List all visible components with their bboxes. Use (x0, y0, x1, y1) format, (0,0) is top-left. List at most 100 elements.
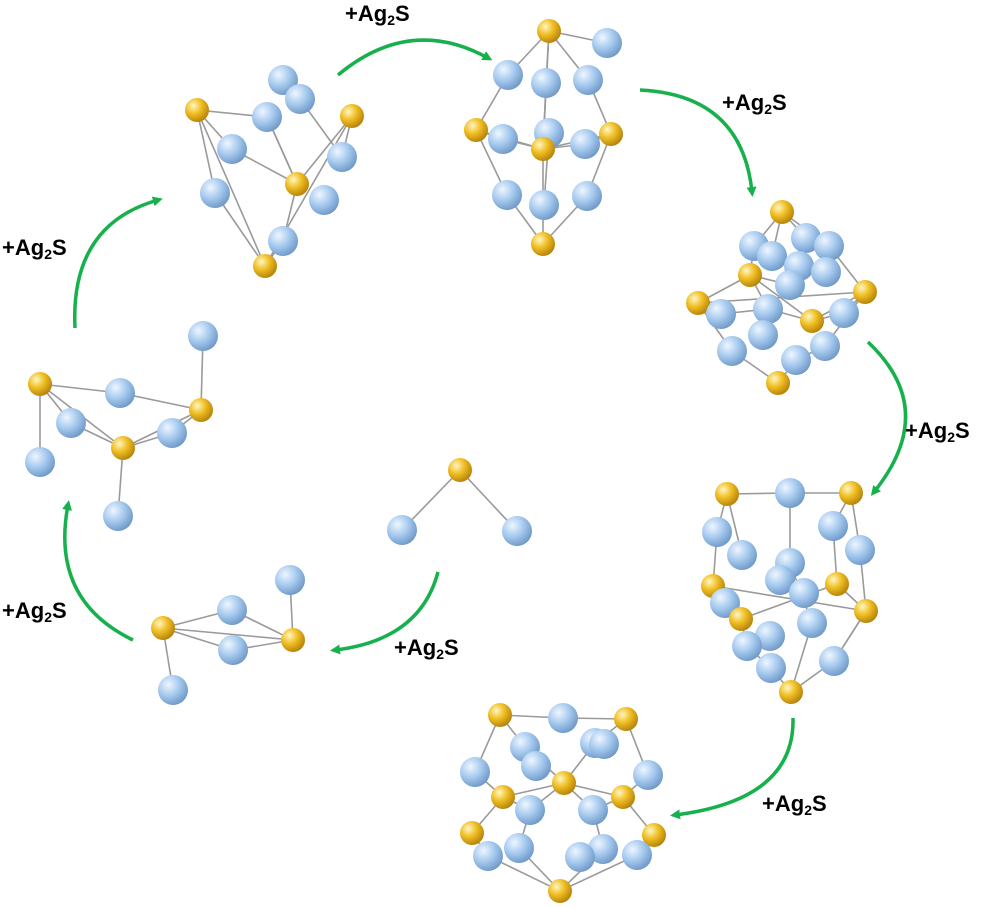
silver-atom (622, 840, 652, 870)
sulfur-atom (729, 607, 753, 631)
silver-atom (200, 178, 230, 208)
reaction-label-4: +Ag2S (345, 1, 410, 28)
silver-atom (492, 180, 522, 210)
sulfur-atom (491, 785, 515, 809)
bond (712, 585, 867, 612)
silver-atom (717, 336, 747, 366)
sulfur-atom (464, 118, 488, 142)
silver-atom (548, 703, 578, 733)
sulfur-atom (686, 291, 710, 315)
cluster-ag16s8 (460, 703, 666, 903)
silver-atom (781, 345, 811, 375)
silver-atom (588, 834, 618, 864)
sulfur-atom (611, 785, 635, 809)
reaction-label-7: +Ag2S (762, 791, 827, 818)
sulfur-atom (281, 628, 305, 652)
cluster-ag8s4 (185, 65, 364, 278)
sulfur-atom (151, 616, 175, 640)
silver-atom (25, 447, 55, 477)
reaction-label-2: +Ag2S (2, 598, 67, 625)
reaction-arrow-6 (866, 340, 908, 496)
reaction-arrow-2 (62, 500, 134, 642)
reaction-label-prefix: +Ag (722, 90, 765, 115)
silver-atom (56, 408, 86, 438)
reaction-label-prefix: +Ag (394, 635, 437, 660)
reaction-label-subscript: 2 (387, 12, 395, 28)
reaction-label-suffix: S (811, 791, 827, 816)
sulfur-atom (839, 481, 863, 505)
reaction-label-subscript: 2 (44, 609, 52, 625)
sulfur-atom (185, 98, 209, 122)
silver-atom (158, 675, 188, 705)
sulfur-atom (599, 122, 623, 146)
reaction-arrow-1 (330, 571, 440, 655)
sulfur-atom (28, 372, 52, 396)
bond (296, 115, 353, 185)
cluster-ag12s6 (686, 200, 877, 395)
silver-atom (493, 60, 523, 90)
sulfur-atom (340, 104, 364, 128)
silver-atom (818, 511, 848, 541)
silver-atom (188, 321, 218, 351)
reaction-label-prefix: +Ag (2, 235, 45, 260)
sulfur-atom (766, 371, 790, 395)
cluster-ag14s7 (701, 478, 878, 704)
silver-atom (814, 231, 844, 261)
sulfur-atom (488, 703, 512, 727)
sulfur-atom (642, 823, 666, 847)
sulfur-atom (448, 458, 472, 482)
bond (196, 109, 266, 267)
silver-atom (488, 124, 518, 154)
silver-atom (765, 565, 795, 595)
silver-atom (252, 102, 282, 132)
reaction-label-suffix: S (954, 418, 970, 443)
silver-atom (529, 190, 559, 220)
sulfur-atom (531, 137, 555, 161)
reaction-arrow-5 (639, 88, 757, 197)
silver-atom (757, 241, 787, 271)
silver-atom (502, 516, 532, 546)
silver-atom (797, 608, 827, 638)
reaction-label-subscript: 2 (436, 646, 444, 662)
silver-atom (473, 841, 503, 871)
reaction-label-suffix: S (51, 598, 67, 623)
reaction-label-5: +Ag2S (722, 90, 787, 117)
reaction-arrow-7 (670, 717, 795, 820)
silver-atom (387, 515, 417, 545)
silver-atom (819, 646, 849, 676)
sulfur-atom (853, 280, 877, 304)
reaction-label-1: +Ag2S (394, 635, 459, 662)
silver-atom (789, 578, 819, 608)
silver-atom (565, 842, 595, 872)
sulfur-atom (779, 680, 803, 704)
silver-atom (217, 134, 247, 164)
silver-atom (791, 223, 821, 253)
sulfur-atom (770, 200, 794, 224)
silver-atom (748, 320, 778, 350)
reaction-label-suffix: S (771, 90, 787, 115)
silver-atom (710, 588, 740, 618)
silver-atom (275, 565, 305, 595)
reaction-label-subscript: 2 (764, 101, 772, 117)
sulfur-atom (531, 232, 555, 256)
silver-atom (702, 517, 732, 547)
cluster-ag2s (387, 458, 532, 546)
sulfur-atom (800, 309, 824, 333)
reaction-arrow-4 (336, 38, 493, 77)
silver-atom (105, 378, 135, 408)
sulfur-atom (189, 398, 213, 422)
silver-atom (845, 535, 875, 565)
silver-atom (592, 28, 622, 58)
silver-atom (218, 635, 248, 665)
silver-atom (570, 129, 600, 159)
bond (740, 583, 838, 620)
silver-atom (578, 795, 608, 825)
sulfur-atom (614, 707, 638, 731)
reaction-label-suffix: S (394, 1, 410, 26)
reaction-label-3: +Ag2S (2, 235, 67, 262)
silver-atom (755, 621, 785, 651)
silver-atom (756, 653, 786, 683)
silver-atom (504, 833, 534, 863)
reaction-label-prefix: +Ag (905, 418, 948, 443)
silver-atom (327, 142, 357, 172)
